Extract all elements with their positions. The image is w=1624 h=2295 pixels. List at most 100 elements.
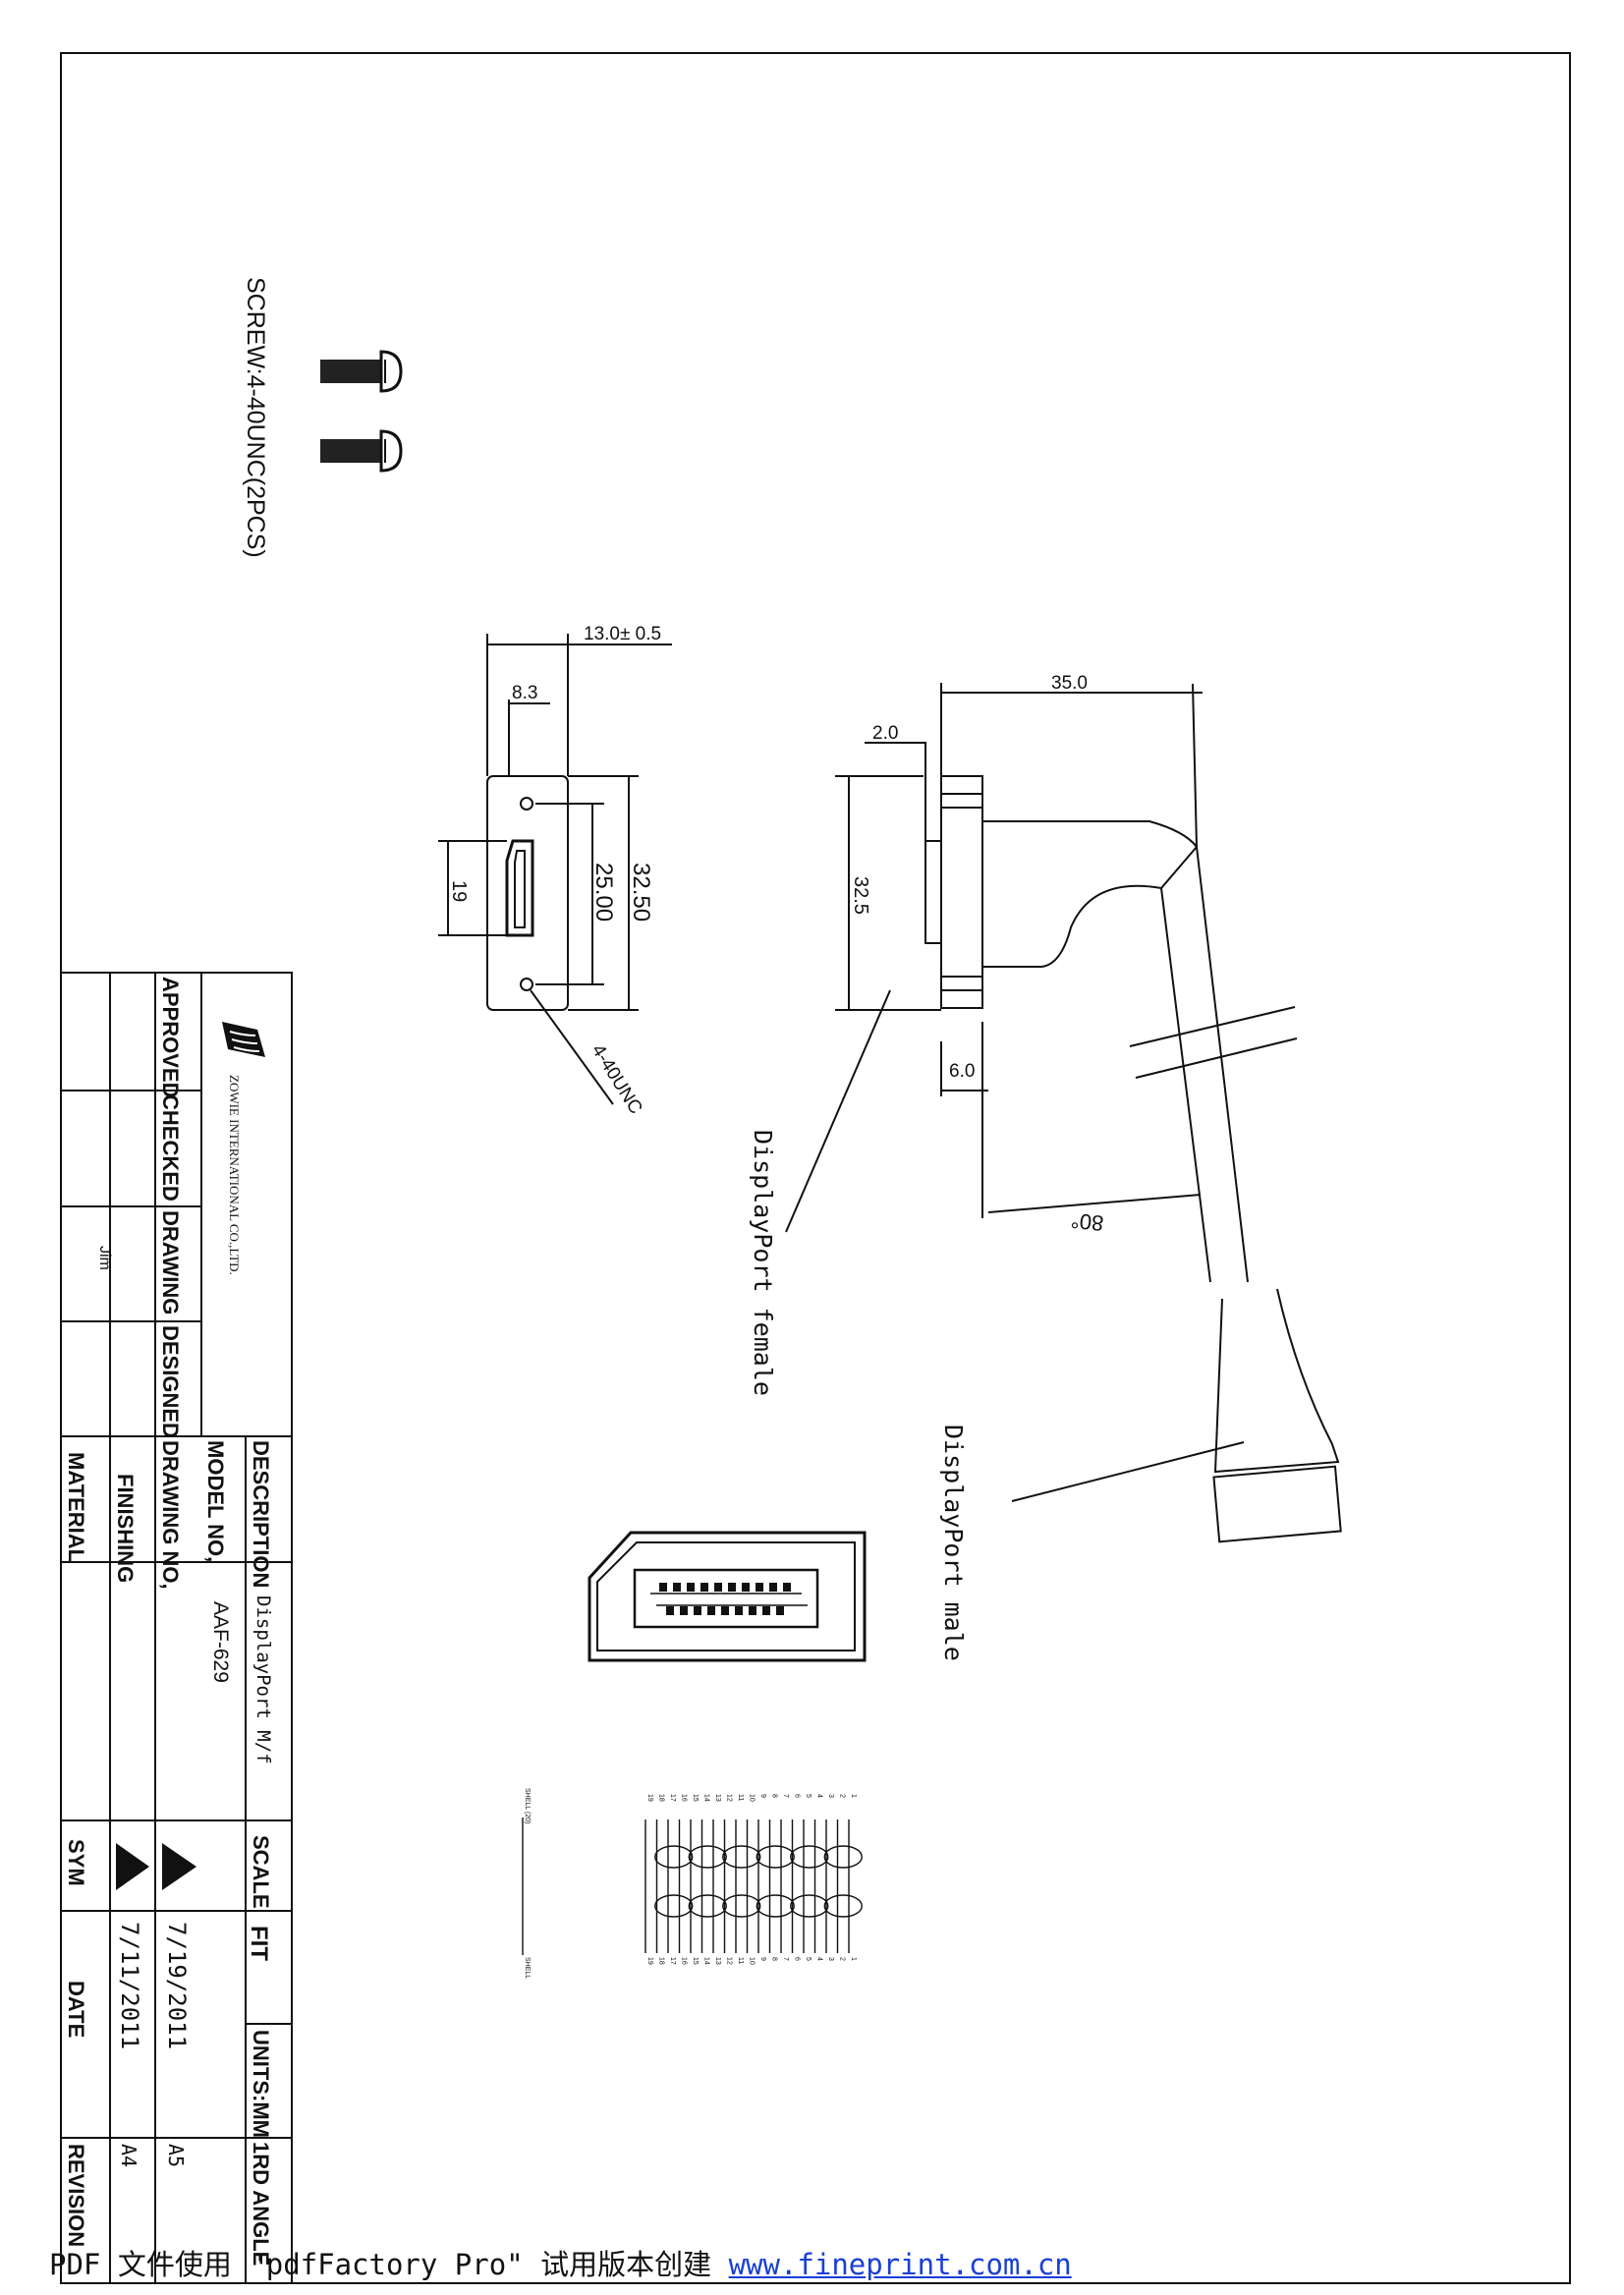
pin-label-left: 12 (726, 1794, 733, 1802)
pin-label-right: 8 (771, 1957, 778, 1961)
label-finishing: FINISHING (113, 1474, 138, 1583)
dim-step: 6.0 (949, 1061, 975, 1082)
header-checked: CHECKED (158, 1094, 183, 1202)
pin-label-right: 10 (749, 1957, 756, 1965)
pair-shield (823, 1894, 863, 1918)
shell-label-left: SHELL (20) (524, 1788, 531, 1823)
pin-label-right: 15 (692, 1957, 699, 1965)
screw-icon-1 (320, 350, 403, 393)
contact-pin (742, 1583, 750, 1592)
pin-label-left: 14 (703, 1794, 710, 1802)
company-name: ZOWIE INTERNATIONAL CO.,LTD. (227, 1075, 242, 1275)
pin-label-right: 9 (759, 1957, 766, 1961)
dim-opening: 19 (448, 880, 470, 902)
dim-flange: 2.0 (872, 723, 898, 744)
dim-total-width: 13.0± 0.5 (584, 624, 661, 644)
pair-shield (654, 1894, 694, 1918)
pair-shield (823, 1845, 863, 1869)
pin-label-left: 13 (714, 1794, 721, 1802)
pin-label-right: 19 (646, 1957, 653, 1965)
label-description: DESCRIPTION (249, 1440, 273, 1588)
header-drawing: DRAWING (158, 1210, 183, 1315)
pins-bottom (656, 1604, 808, 1615)
pin-label-right: 5 (805, 1957, 812, 1961)
pin-label-left: 10 (749, 1794, 756, 1802)
pdf-footer: PDF 文件使用 "pdfFactory Pro" 试用版本创建 www.fin… (49, 2242, 1072, 2283)
revision-label: REVISION (64, 2144, 88, 2247)
pair-shield (688, 1894, 727, 1918)
contact-pin (707, 1606, 715, 1615)
wiring-diagram: 1122334455667788991010111112121313141415… (522, 1788, 863, 1979)
pin-label-right: 12 (726, 1957, 733, 1965)
model-no-value: AAF-629 (209, 1601, 232, 1683)
contact-pin (659, 1583, 667, 1592)
screw-note: SCREW:4-40UNC(2PCS) (242, 277, 269, 558)
units: UNITS:MM (249, 2030, 273, 2138)
pin-label-left: 2 (839, 1794, 846, 1798)
contact-pin (762, 1606, 770, 1615)
label-material: MATERIAL (64, 1452, 88, 1562)
contact-pin (783, 1583, 791, 1592)
pin-label-left: 15 (692, 1794, 699, 1802)
scale-value: FIT (246, 1926, 272, 1961)
pin-label-left: 8 (771, 1794, 778, 1798)
side-view (785, 683, 1342, 1543)
pair-shield (790, 1894, 829, 1918)
screw-icon-2 (320, 429, 403, 473)
contact-pin (776, 1606, 784, 1615)
pin-label-right: 13 (714, 1957, 721, 1965)
pair-shield (722, 1894, 761, 1918)
label-drawing-no: DRAWING NO, (158, 1440, 183, 1590)
pair-shield (790, 1845, 829, 1869)
pin-label-right: 3 (827, 1957, 834, 1961)
pair-shield (756, 1894, 795, 1918)
pair-shield (654, 1845, 694, 1869)
description-value: DisplayPort M/f (252, 1595, 274, 1764)
pair-shield (722, 1845, 761, 1869)
company-logo (222, 1022, 265, 1057)
contact-pin (769, 1583, 777, 1592)
rev-date-2: 7/11/2011 (116, 1922, 143, 2049)
contact-pin (728, 1583, 736, 1592)
contact-pin (749, 1606, 756, 1615)
rev-code-2: A4 (117, 2144, 140, 2167)
label-female: DisplayPort female (749, 1130, 777, 1396)
female-front-view (438, 634, 672, 1105)
pin-label-left: 6 (794, 1794, 801, 1798)
rev-date-1: 7/19/2011 (163, 1922, 191, 2049)
pin-label-right: 1 (850, 1957, 857, 1961)
revision-triangle-1 (162, 1843, 196, 1890)
contact-pin (700, 1583, 708, 1592)
angle: 1RD ANGLE (249, 2142, 273, 2266)
pin-label-right: 16 (681, 1957, 688, 1965)
dim-hole-pitch: 25.00 (590, 863, 617, 922)
pin-label-left: 9 (759, 1794, 766, 1798)
pair-shield (756, 1845, 795, 1869)
revision-triangle-2 (116, 1843, 149, 1890)
pin-label-left: 5 (805, 1794, 812, 1798)
label-male: DisplayPort male (939, 1425, 968, 1661)
pin-label-right: 6 (794, 1957, 801, 1961)
label-model-no: MODEL NO, (203, 1440, 228, 1562)
rev-code-1: A5 (164, 2144, 188, 2167)
sym-label: SYM (64, 1839, 88, 1886)
pin-label-left: 17 (669, 1794, 676, 1802)
pin-label-right: 2 (839, 1957, 846, 1961)
pin-label-right: 14 (703, 1957, 710, 1965)
pins-top (650, 1583, 802, 1595)
contact-pin (735, 1606, 743, 1615)
dim-side-height: 32.5 (850, 876, 871, 915)
footer-link[interactable]: www.fineprint.com.cn (728, 2248, 1072, 2281)
pair-shield (688, 1845, 727, 1869)
scale-label: SCALE (249, 1835, 273, 1909)
dim-offset: 8.3 (512, 683, 537, 703)
pin-label-left: 18 (658, 1794, 665, 1802)
contact-pin (694, 1606, 701, 1615)
pin-label-right: 7 (782, 1957, 789, 1961)
date-label: DATE (64, 1981, 88, 2038)
pin-label-right: 4 (816, 1957, 823, 1961)
title-block (60, 972, 293, 2284)
pin-label-left: 1 (850, 1794, 857, 1798)
dim-height: 32.50 (628, 863, 654, 922)
pin-label-right: 11 (737, 1957, 744, 1964)
